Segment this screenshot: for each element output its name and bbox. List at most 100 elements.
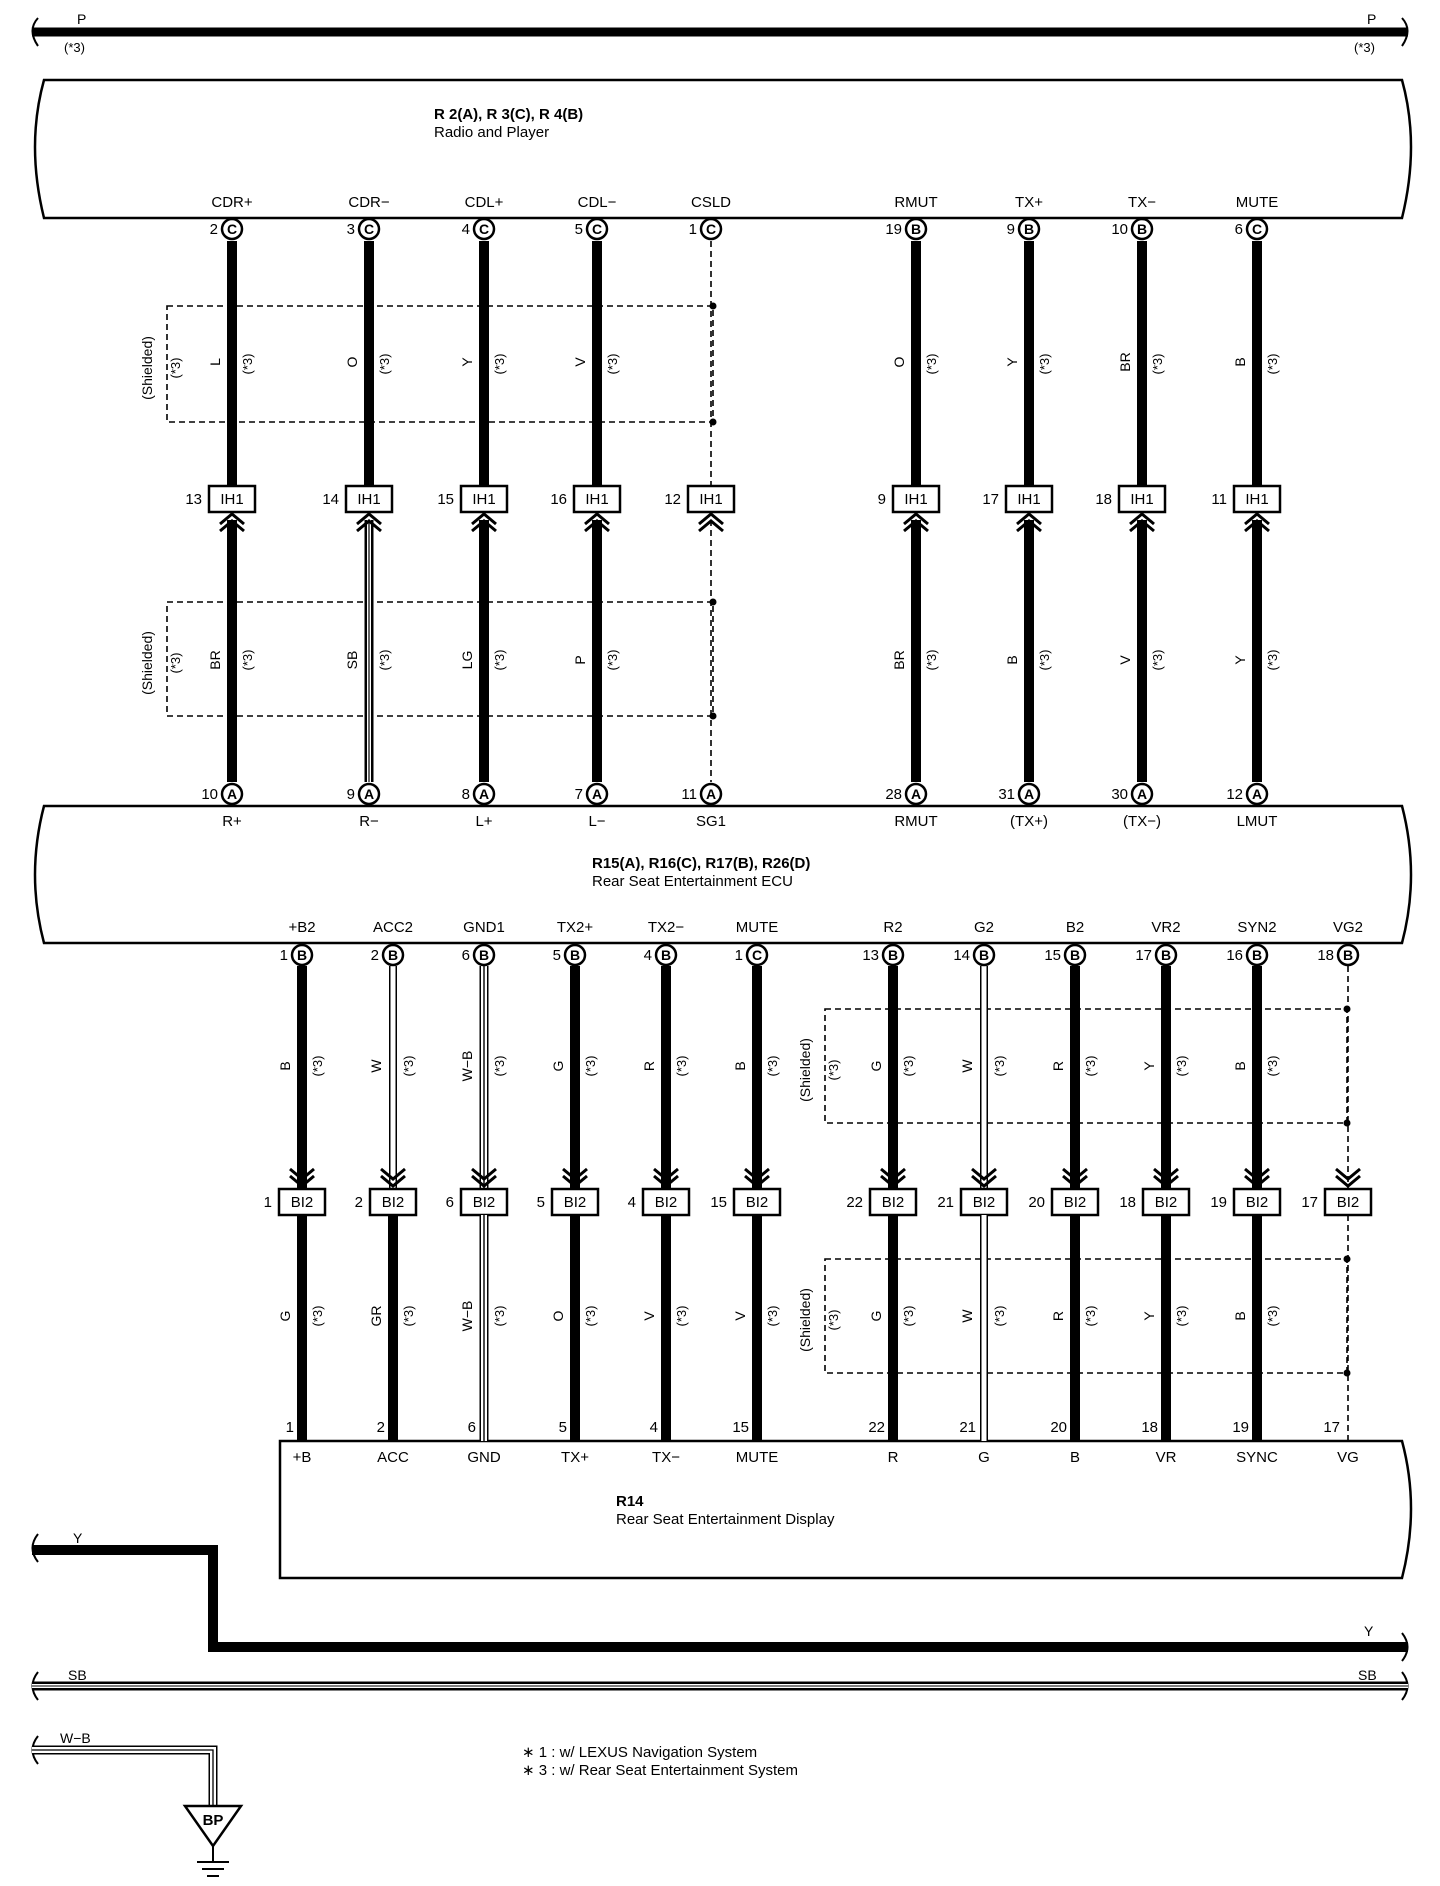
wire-note: (*3): [240, 650, 255, 671]
chevron-down-icon: [1335, 1167, 1361, 1181]
pin-number: 2: [377, 1419, 385, 1436]
terminal-name: (TX+): [1010, 813, 1048, 830]
pin-number: 6: [468, 1419, 476, 1436]
wire-color-label: O: [344, 356, 360, 367]
junction-connector-box: [368, 1187, 418, 1217]
junction-connector-box: [344, 484, 394, 514]
wire-color-label: BR: [891, 650, 907, 669]
wire-color-label: R: [1050, 1311, 1066, 1321]
chevron-up-icon: [219, 512, 245, 526]
pin-number: 18: [1317, 947, 1334, 964]
top-bus-label-right: P: [1367, 11, 1376, 27]
pin-number: 1: [280, 947, 288, 964]
chevron-down-icon: [880, 1174, 906, 1188]
wire-note: (*3): [240, 354, 255, 375]
junction-connector-label: BI2: [882, 1194, 905, 1211]
pin-number: 6: [1235, 221, 1243, 238]
terminal-name: B2: [1066, 919, 1084, 936]
shield-label: (Shielded): [139, 336, 155, 400]
wire-note: (*3): [310, 1056, 325, 1077]
wire-color-label: LG: [459, 651, 475, 670]
wire-note: (*3): [1265, 650, 1280, 671]
ground-wire-label: W−B: [60, 1730, 91, 1746]
pin-number: 19: [885, 221, 902, 238]
connector-pin-circle: [699, 782, 723, 806]
wire-note: (*3): [1174, 1056, 1189, 1077]
pin-number: 17: [982, 491, 999, 508]
pin-number: 18: [1141, 1419, 1158, 1436]
pin-number: 14: [953, 947, 970, 964]
wire-note: (*3): [492, 1056, 507, 1077]
chevron-down-icon: [471, 1174, 497, 1188]
connector-pin-circle: [1130, 782, 1154, 806]
connector-letter: B: [297, 947, 307, 963]
terminal-name: CDL+: [465, 194, 504, 211]
pin-number: 15: [732, 1419, 749, 1436]
sb-bus: SB SB: [31, 1667, 1409, 1701]
pin-number: 20: [1050, 1419, 1067, 1436]
y-bus: Y Y: [31, 1530, 1409, 1662]
chevron-up-icon: [1016, 519, 1042, 533]
shield-label: (Shielded): [797, 1038, 813, 1102]
junction-connector-label: BI2: [1155, 1194, 1178, 1211]
connector-pin-circle: [472, 943, 496, 967]
top-bus-note-left: (*3): [64, 40, 85, 55]
terminal-name: SG1: [696, 813, 726, 830]
junction-connector-label: IH1: [357, 491, 380, 508]
junction-connector-label: BI2: [564, 1194, 587, 1211]
wire-note: (*3): [492, 650, 507, 671]
chevron-down-icon: [1335, 1174, 1361, 1188]
pin-number: 20: [1028, 1194, 1045, 1211]
chevron-down-icon: [653, 1167, 679, 1181]
pin-number: 3: [347, 221, 355, 238]
pin-number: 4: [650, 1419, 658, 1436]
shield-note: (*3): [826, 1310, 841, 1331]
pin-number: 9: [347, 786, 355, 803]
shield-note: (*3): [168, 653, 183, 674]
wire-note: (*3): [992, 1306, 1007, 1327]
connector-letter: B: [570, 947, 580, 963]
terminal-name: GND: [467, 1449, 501, 1466]
connector-letter: C: [227, 221, 237, 237]
pin-number: 2: [210, 221, 218, 238]
terminal-name: B: [1070, 1449, 1080, 1466]
chevron-up-icon: [698, 512, 724, 526]
pin-number: 13: [862, 947, 879, 964]
connector-pin-circle: [357, 782, 381, 806]
rse-display-component: R14 Rear Seat Entertainment Display: [278, 1439, 1413, 1580]
chevron-down-icon: [1153, 1167, 1179, 1181]
terminal-name: MUTE: [1236, 194, 1279, 211]
shield-junction-dot: [1343, 1255, 1351, 1263]
junction-connector-box: [1232, 1187, 1282, 1217]
connector-letter: C: [1252, 221, 1262, 237]
pin-number: 1: [735, 947, 743, 964]
terminal-name: CSLD: [691, 194, 731, 211]
junction-connector-label: IH1: [585, 491, 608, 508]
terminal-name: ACC: [377, 1449, 409, 1466]
connector-pin-circle: [1245, 217, 1269, 241]
pin-number: 10: [201, 786, 218, 803]
chevron-up-icon: [471, 512, 497, 526]
terminal-name: LMUT: [1237, 813, 1278, 830]
wire-note: (*3): [1150, 650, 1165, 671]
connector-letter: B: [1070, 947, 1080, 963]
wire-note: (*3): [992, 1056, 1007, 1077]
shield-note: (*3): [168, 358, 183, 379]
terminal-name: R+: [222, 813, 242, 830]
wire-note: (*3): [377, 354, 392, 375]
shield-box: [824, 1008, 1348, 1124]
wire-color-label: B: [732, 1061, 748, 1070]
pin-number: 2: [355, 1194, 363, 1211]
sb-bus-label-right: SB: [1358, 1667, 1377, 1683]
terminal-name: CDL−: [578, 194, 617, 211]
wire-note: (*3): [583, 1056, 598, 1077]
wire-color-label: G: [277, 1311, 293, 1322]
wire-note: (*3): [901, 1306, 916, 1327]
chevron-down-icon: [471, 1167, 497, 1181]
